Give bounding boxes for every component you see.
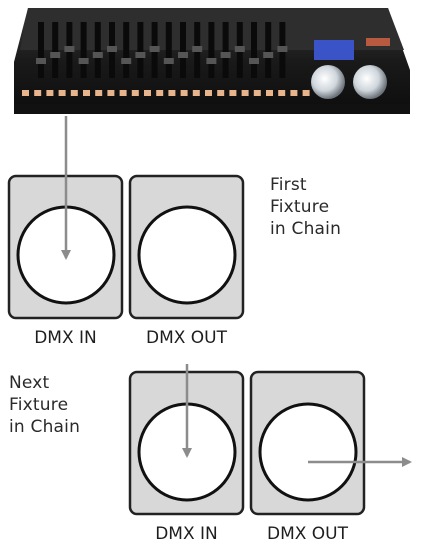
console-led: [278, 90, 286, 96]
lighting-console-image: [14, 8, 410, 114]
console-fader-cap: [263, 52, 274, 58]
console-led: [70, 90, 78, 96]
console-fader: [222, 22, 229, 78]
console-fader: [251, 22, 257, 78]
console-fader-cap: [234, 46, 245, 52]
first-dmx-in-label: DMX IN: [34, 328, 97, 348]
console-fader-cap: [206, 58, 217, 64]
next-dmx-in-label: DMX IN: [155, 524, 218, 544]
console-fader-cap: [135, 52, 146, 58]
console-led: [192, 90, 200, 96]
console-led: [22, 90, 29, 96]
console-led: [107, 90, 115, 96]
console-fader-cap: [78, 58, 89, 64]
console-fader-cap: [121, 58, 132, 64]
console-led: [131, 90, 139, 96]
console-fader: [52, 22, 59, 78]
console-led: [119, 90, 127, 96]
first-fixture-caption: First Fixture in Chain: [270, 175, 342, 239]
console-fader: [180, 22, 186, 78]
console-fader-cap: [277, 46, 288, 52]
console-fader: [80, 22, 87, 78]
console-fader-cap: [92, 52, 103, 58]
console-led: [229, 90, 237, 96]
console-led: [58, 90, 66, 96]
console-led: [180, 90, 188, 96]
console-led: [205, 90, 212, 96]
console-fader-cap: [36, 58, 46, 64]
console-led: [217, 90, 225, 96]
console-led: [95, 90, 103, 96]
console-fader-cap: [220, 52, 231, 58]
first-dmx-out-label: DMX OUT: [145, 328, 227, 348]
console-faders: [36, 22, 288, 78]
console-led: [241, 90, 249, 96]
next-dmx-out-label: DMX OUT: [266, 524, 348, 544]
next-fixture-caption: Next Fixture in Chain: [9, 373, 81, 437]
console-led: [46, 90, 54, 96]
console-fader-cap: [149, 46, 160, 52]
console-led: [168, 90, 176, 96]
console-fader: [208, 22, 215, 78]
console-led: [34, 90, 42, 96]
console-fader: [165, 22, 172, 78]
console-fader-cap: [178, 52, 188, 58]
console-fader: [94, 22, 101, 78]
console-wheel-left: [311, 65, 345, 99]
console-fader-cap: [249, 58, 259, 64]
console-led-row: [22, 90, 310, 96]
console-fader-cap: [50, 52, 61, 58]
console-fader: [137, 22, 144, 78]
console-led: [144, 90, 151, 96]
first-fixture-dmx-out-port: [128, 174, 245, 320]
console-wheel-right: [353, 65, 387, 99]
console-button: [366, 38, 390, 46]
next-fixture-dmx-out-port: [249, 370, 366, 516]
console-fader-cap: [107, 46, 117, 52]
console-fader: [38, 22, 44, 78]
console-fader-cap: [163, 58, 174, 64]
console-display: [314, 40, 354, 60]
console-fader-cap: [64, 46, 75, 52]
console-fader-cap: [192, 46, 203, 52]
console-led: [83, 90, 90, 96]
console-fader: [123, 22, 130, 78]
console-led: [266, 90, 273, 96]
console-led: [253, 90, 261, 96]
console-led: [156, 90, 164, 96]
console-led: [302, 90, 310, 96]
console-fader: [265, 22, 272, 78]
console-led: [290, 90, 298, 96]
